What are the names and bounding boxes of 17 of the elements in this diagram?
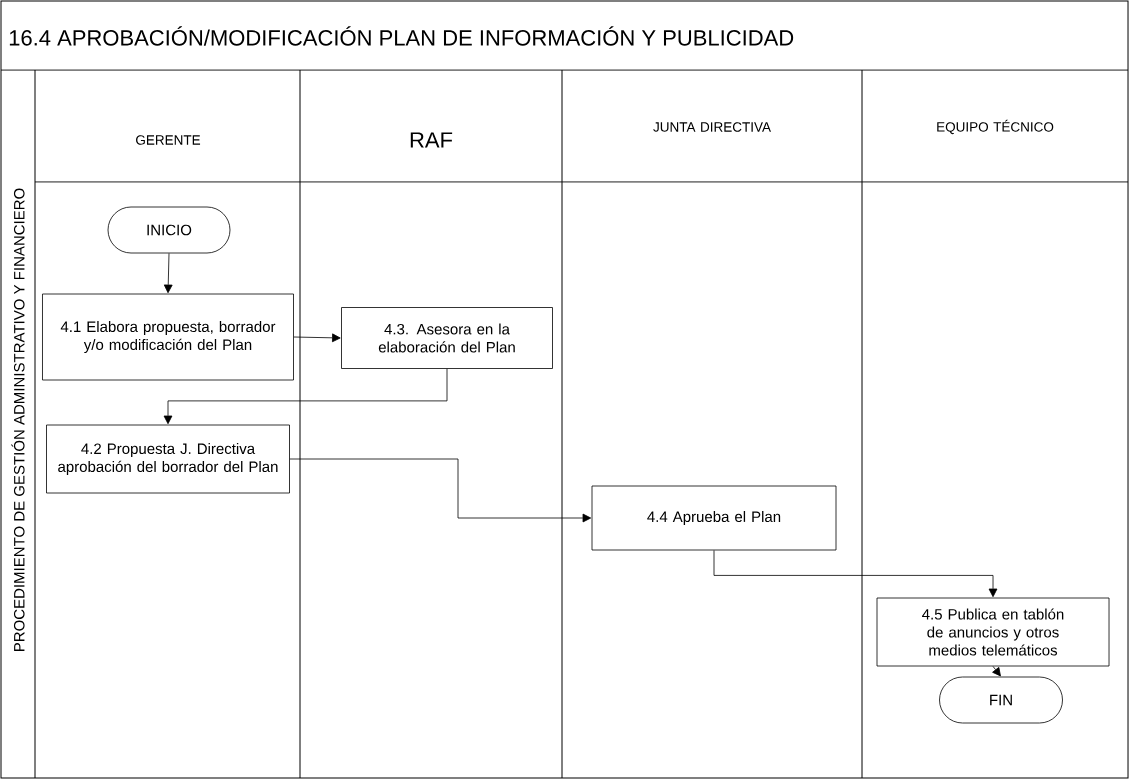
arrow <box>163 368 448 425</box>
arrow <box>713 550 998 598</box>
process-box: 4.1 Elabora propuesta, borrador y/o modificación del Plan <box>42 293 294 381</box>
page-title: 16.4 APROBACIÓN/MODIFICACIÓN PLAN DE INFORMACIÓN Y PUBLICIDAD <box>9 26 794 46</box>
lane-header: GERENTE <box>136 135 201 145</box>
vertical-lane-label: PROCEDIMIENTO DE GESTIÓN ADMINISTRATIVO Y FINANCIERO <box>11 188 25 652</box>
process-box: 4.5 Publica en tablón de anuncios y otros medios telemáticos <box>876 597 1110 667</box>
lane-header: RAF <box>410 132 453 148</box>
lane-header: JUNTA DIRECTIVA <box>653 122 771 132</box>
process-box: 4.4 Aprueba el Plan <box>591 485 837 551</box>
arrow <box>289 458 592 523</box>
process-box: 4.2 Propuesta J. Directiva aprobación del borrador del Plan <box>46 424 290 494</box>
arrow <box>992 666 1001 677</box>
process-box: 4.3. Asesora en la elaboración del Plan <box>341 307 553 369</box>
lane-header: EQUIPO TÉCNICO <box>937 119 1054 135</box>
arrow <box>163 253 173 294</box>
arrow <box>293 333 341 343</box>
